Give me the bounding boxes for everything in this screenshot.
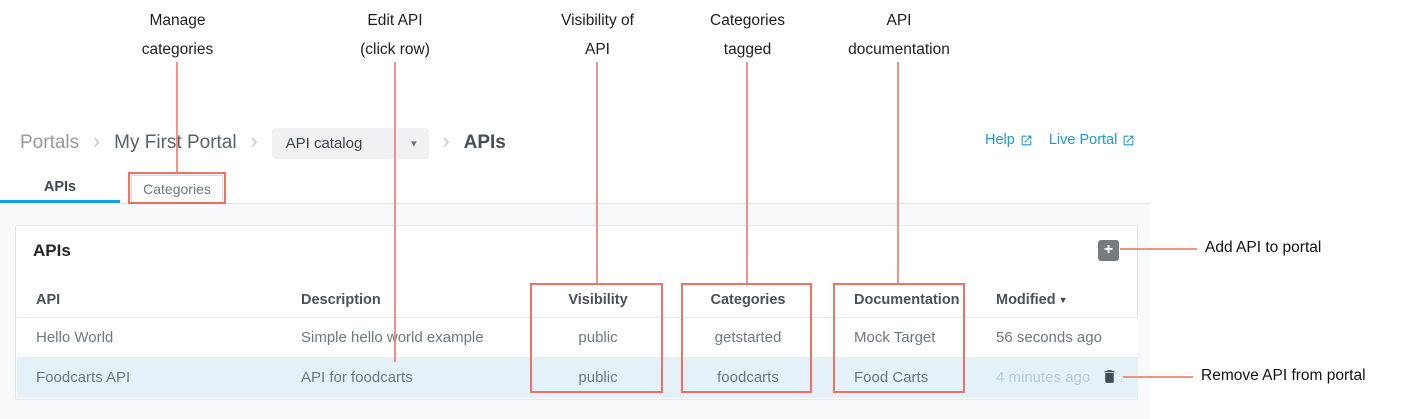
annotation-text: Visibility of	[561, 12, 634, 29]
card-title: APIs	[33, 241, 71, 260]
callout-box-categories-tab	[128, 172, 226, 204]
callout-line-categories	[746, 62, 748, 283]
column-header-api: API	[36, 292, 61, 308]
apis-card: APIs + API Description Visibility Catego…	[15, 225, 1138, 400]
chevron-down-icon: ▾	[411, 137, 417, 150]
cell-api: Foodcarts API	[36, 369, 131, 386]
tab-bar-divider	[0, 203, 1150, 204]
column-header-visibility: Visibility	[568, 292, 628, 308]
sort-desc-icon: ▼	[1058, 295, 1068, 305]
annotation-categories-tagged: Categories tagged	[685, 6, 810, 64]
trash-icon[interactable]	[1101, 367, 1119, 387]
annotation-api-documentation: API documentation	[828, 6, 970, 64]
column-header-modified[interactable]: Modified▼	[996, 292, 1068, 308]
annotation-remove-api: Remove API from portal	[1201, 367, 1366, 384]
callout-line-remove-api	[1123, 376, 1193, 378]
callout-line-edit	[394, 62, 396, 362]
column-header-categories: Categories	[710, 292, 786, 308]
help-link-label: Help	[985, 132, 1015, 148]
live-portal-link-label: Live Portal	[1048, 132, 1118, 148]
help-link[interactable]: Help	[985, 132, 1033, 148]
cell-categories: foodcarts	[717, 369, 779, 386]
callout-box-documentation-column	[833, 283, 965, 393]
callout-line-documentation	[897, 62, 899, 283]
table-header-row: API Description Visibility Categories Do…	[17, 284, 1138, 318]
cell-documentation: Food Carts	[854, 369, 929, 386]
cell-description: API for foodcarts	[301, 369, 413, 386]
callout-box-visibility-column	[530, 283, 663, 393]
dropdown-value: API catalog	[285, 134, 363, 152]
callout-line-add-api	[1120, 248, 1197, 250]
header-links: Help Live Portal	[985, 132, 1135, 148]
api-catalog-dropdown[interactable]: API catalog ▾	[271, 127, 429, 159]
annotation-visibility: Visibility of API	[535, 6, 660, 64]
callout-line-visibility	[596, 62, 598, 283]
annotation-text: tagged	[723, 41, 772, 58]
tab-apis[interactable]: APIs	[43, 178, 77, 195]
cell-modified: 4 minutes ago	[996, 369, 1091, 386]
add-api-button[interactable]: +	[1098, 240, 1119, 261]
cell-visibility: public	[578, 329, 618, 346]
annotation-manage-categories: Manage categories	[115, 6, 240, 64]
breadcrumb: Portals › My First Portal › API catalog …	[20, 127, 506, 159]
annotation-edit-api: Edit API (click row)	[330, 6, 460, 64]
annotation-text: API	[886, 12, 912, 29]
annotation-add-api: Add API to portal	[1205, 239, 1322, 256]
external-link-icon	[1122, 134, 1135, 147]
annotation-text: Categories	[710, 12, 785, 29]
column-header-description: Description	[301, 292, 381, 308]
annotation-text: categories	[141, 41, 214, 58]
breadcrumb-separator-icon: ›	[250, 129, 258, 153]
breadcrumb-separator-icon: ›	[442, 129, 450, 153]
cell-api: Hello World	[36, 329, 114, 346]
external-link-icon	[1020, 134, 1033, 147]
annotation-text: (click row)	[360, 41, 430, 58]
breadcrumb-separator-icon: ›	[93, 129, 101, 153]
cell-description: Simple hello world example	[301, 329, 484, 346]
column-header-modified-label: Modified	[996, 292, 1056, 308]
cell-categories: getstarted	[714, 329, 782, 346]
live-portal-link[interactable]: Live Portal	[1049, 132, 1136, 148]
tab-categories[interactable]: Categories	[131, 175, 223, 203]
breadcrumb-portals[interactable]: Portals	[20, 132, 80, 153]
breadcrumb-apis: APIs	[463, 132, 506, 153]
annotation-text: Manage	[149, 12, 206, 29]
callout-box-categories-column	[681, 283, 812, 393]
cell-visibility: public	[578, 369, 618, 386]
cell-modified: 56 seconds ago	[996, 329, 1102, 346]
cell-documentation: Mock Target	[854, 329, 936, 346]
table-row-hello-world[interactable]: Hello World Simple hello world example p…	[17, 318, 1138, 358]
column-header-documentation: Documentation	[854, 292, 960, 308]
breadcrumb-my-first-portal[interactable]: My First Portal	[114, 132, 237, 153]
callout-line-manage	[176, 62, 178, 172]
annotation-text: Edit API	[367, 12, 423, 29]
active-tab-underline	[0, 200, 120, 203]
annotation-text: API	[585, 41, 610, 58]
annotation-text: documentation	[848, 41, 950, 58]
